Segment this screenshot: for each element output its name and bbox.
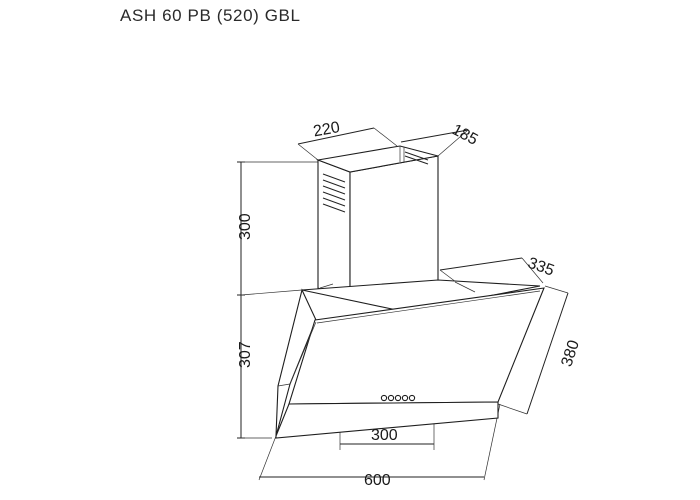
dim-overall-width: 600 <box>364 472 391 489</box>
model-title: ASH 60 PB (520) GBL <box>120 6 301 25</box>
dim-chimney-depth: 185 <box>449 121 481 149</box>
control-buttons <box>380 394 416 402</box>
dim-chimney-height: 300 <box>237 213 254 240</box>
dim-hood-depth: 335 <box>525 255 556 280</box>
dim-hood-height: 307 <box>237 341 254 368</box>
dim-bottom-inner-width: 300 <box>371 427 398 444</box>
dimension-lines <box>237 127 569 481</box>
dim-chimney-width: 220 <box>312 119 341 140</box>
hood-body <box>275 279 545 439</box>
chimney <box>315 145 439 301</box>
dim-panel-height: 380 <box>558 338 582 369</box>
chimney-vent-slots <box>322 151 429 213</box>
